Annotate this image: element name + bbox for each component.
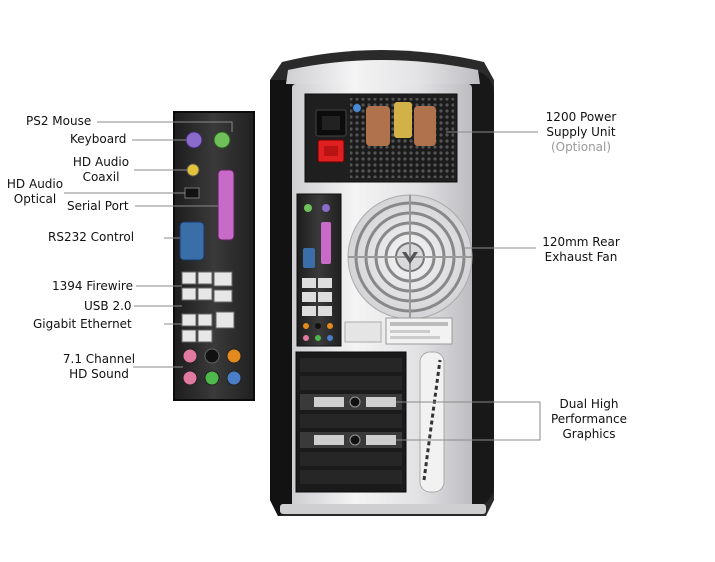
chassis-bottom-lip bbox=[280, 504, 486, 514]
chassis-io-panel bbox=[296, 193, 342, 347]
psu-fan-icon bbox=[353, 102, 436, 146]
ps2-keyboard-port bbox=[185, 131, 203, 149]
label-ps2-mouse: PS2 Mouse bbox=[26, 114, 92, 128]
leader-lines-right bbox=[396, 131, 541, 441]
label-hd-audio-optical-line1: HD Audio bbox=[6, 177, 64, 191]
label-graphics-line2: Performance bbox=[550, 412, 628, 426]
psu bbox=[304, 93, 458, 183]
serial-sticker bbox=[344, 321, 382, 343]
label-usb: USB 2.0 bbox=[84, 299, 132, 313]
label-ethernet: Gigabit Ethernet bbox=[33, 317, 132, 331]
ethernet-port bbox=[215, 311, 235, 329]
firewire-port bbox=[181, 271, 197, 285]
label-graphics: Dual High Performance Graphics bbox=[544, 397, 634, 442]
label-psu-line1: 1200 Power bbox=[545, 110, 617, 124]
label-sound-line2: HD Sound bbox=[69, 367, 129, 381]
chassis-top-lip bbox=[286, 60, 480, 84]
label-graphics-line1: Dual High bbox=[559, 397, 619, 411]
label-serial-port: Serial Port bbox=[67, 199, 129, 213]
expansion-slots bbox=[295, 351, 407, 493]
usb-port bbox=[181, 287, 197, 301]
label-sound-line1: 7.1 Channel bbox=[62, 352, 136, 366]
ps2-mouse-port bbox=[213, 131, 231, 149]
exhaust-fan-icon bbox=[347, 194, 473, 320]
label-hd-audio-coaxil: HD Audio Coaxil bbox=[70, 155, 132, 185]
label-hd-audio-coaxil-line1: HD Audio bbox=[72, 155, 130, 169]
coaxial-port bbox=[186, 163, 200, 177]
label-psu-line2: Supply Unit bbox=[546, 125, 616, 139]
power-socket-inner bbox=[322, 116, 340, 130]
label-fan-line2: Exhaust Fan bbox=[544, 250, 618, 264]
label-psu-optional: (Optional) bbox=[550, 140, 612, 154]
label-fan: 120mm Rear Exhaust Fan bbox=[536, 235, 626, 265]
label-keyboard: Keyboard bbox=[70, 132, 127, 146]
power-switch-rocker bbox=[324, 146, 338, 156]
vent-strip bbox=[419, 351, 445, 493]
io-panel bbox=[173, 111, 255, 401]
chassis-io-strip bbox=[296, 193, 342, 347]
chassis-right-edge bbox=[470, 70, 494, 510]
label-fan-line1: 120mm Rear bbox=[542, 235, 620, 249]
serial-port bbox=[217, 169, 235, 241]
label-graphics-line3: Graphics bbox=[562, 427, 616, 441]
label-hd-audio-optical-line2: Optical bbox=[13, 192, 57, 206]
label-psu: 1200 Power Supply Unit (Optional) bbox=[536, 110, 626, 155]
chassis-left-edge bbox=[270, 80, 292, 516]
leader-ps2-mouse bbox=[97, 121, 233, 132]
audio-jacks bbox=[182, 348, 242, 386]
optical-port bbox=[184, 187, 200, 199]
alienware-logo-icon bbox=[402, 252, 418, 264]
rs232-port bbox=[179, 221, 205, 261]
label-sound: 7.1 Channel HD Sound bbox=[60, 352, 138, 382]
label-firewire: 1394 Firewire bbox=[52, 279, 133, 293]
label-hd-audio-coaxil-line2: Coaxil bbox=[82, 170, 120, 184]
label-rs232-control: RS232 Control bbox=[48, 230, 135, 244]
leader-graphics bbox=[396, 401, 541, 441]
label-hd-audio-optical: HD Audio Optical bbox=[4, 177, 66, 207]
leader-lines-left bbox=[64, 121, 233, 368]
